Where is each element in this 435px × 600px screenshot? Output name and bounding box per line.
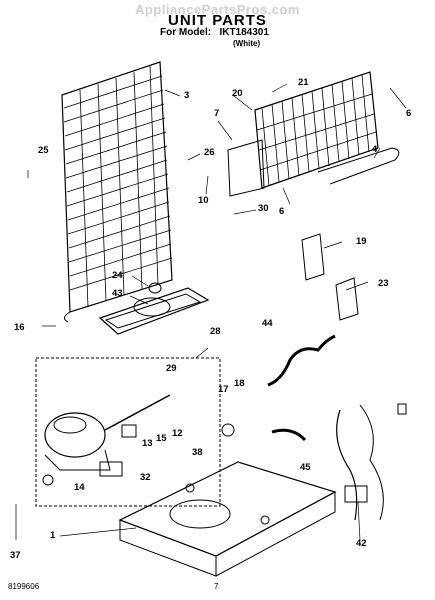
callout-32: 32 xyxy=(140,472,151,483)
callout-29: 29 xyxy=(166,363,177,374)
callout-16: 16 xyxy=(14,322,25,333)
wire-harness xyxy=(336,403,407,521)
evaporator-coil xyxy=(254,71,379,189)
callout-15: 15 xyxy=(156,433,167,444)
callout-10: 10 xyxy=(198,195,209,206)
document-number: 8199606 xyxy=(8,582,40,591)
callout-28: 28 xyxy=(210,326,221,337)
drain-hose xyxy=(271,428,307,442)
callout-18: 18 xyxy=(234,378,245,389)
relay xyxy=(121,424,137,438)
callout-6-upper: 6 xyxy=(406,108,412,119)
insulation-block-23 xyxy=(335,277,359,321)
base-plate xyxy=(118,461,337,577)
callout-30: 30 xyxy=(258,203,269,214)
callout-44: 44 xyxy=(262,318,273,329)
insulation-block-19 xyxy=(301,233,325,281)
callout-23: 23 xyxy=(378,278,389,289)
condenser-coil xyxy=(61,61,173,323)
callout-3: 3 xyxy=(184,90,190,101)
callout-37: 37 xyxy=(10,550,21,561)
callout-43: 43 xyxy=(112,288,123,299)
callout-12: 12 xyxy=(172,428,183,439)
callout-24: 24 xyxy=(112,270,123,281)
drain-pan xyxy=(98,282,210,335)
callout-14: 14 xyxy=(74,482,85,493)
grommet xyxy=(221,423,235,437)
model-line: For Model: IKT184301 xyxy=(160,27,269,38)
callout-19: 19 xyxy=(356,236,367,247)
power-cord-connector xyxy=(99,461,123,477)
callout-17: 17 xyxy=(218,384,229,395)
callout-6-lower: 6 xyxy=(279,206,285,217)
page-number: 7 xyxy=(214,582,219,591)
callout-4: 4 xyxy=(372,144,378,155)
model-number: IKT184301 xyxy=(219,27,269,38)
callout-42: 42 xyxy=(356,538,367,549)
callout-25: 25 xyxy=(38,145,49,156)
callout-38: 38 xyxy=(192,447,203,458)
watermark: AppliancePartsPros.com xyxy=(135,2,300,17)
page-title: UNIT PARTS xyxy=(168,12,267,29)
model-label: For Model: xyxy=(160,27,212,38)
callout-7: 7 xyxy=(214,108,220,119)
defrost-heater xyxy=(317,147,400,185)
compressor xyxy=(42,394,171,486)
evaporator-bracket xyxy=(227,139,265,197)
compressor-group-box xyxy=(35,357,221,507)
callout-20: 20 xyxy=(232,88,243,99)
callout-13: 13 xyxy=(142,438,153,449)
callout-45: 45 xyxy=(300,462,311,473)
model-variant: (White) xyxy=(233,39,261,48)
callout-26: 26 xyxy=(204,147,215,158)
leader-lines xyxy=(15,83,407,541)
callout-1: 1 xyxy=(50,530,56,541)
drain-tube xyxy=(267,334,336,387)
callout-21: 21 xyxy=(298,77,309,88)
